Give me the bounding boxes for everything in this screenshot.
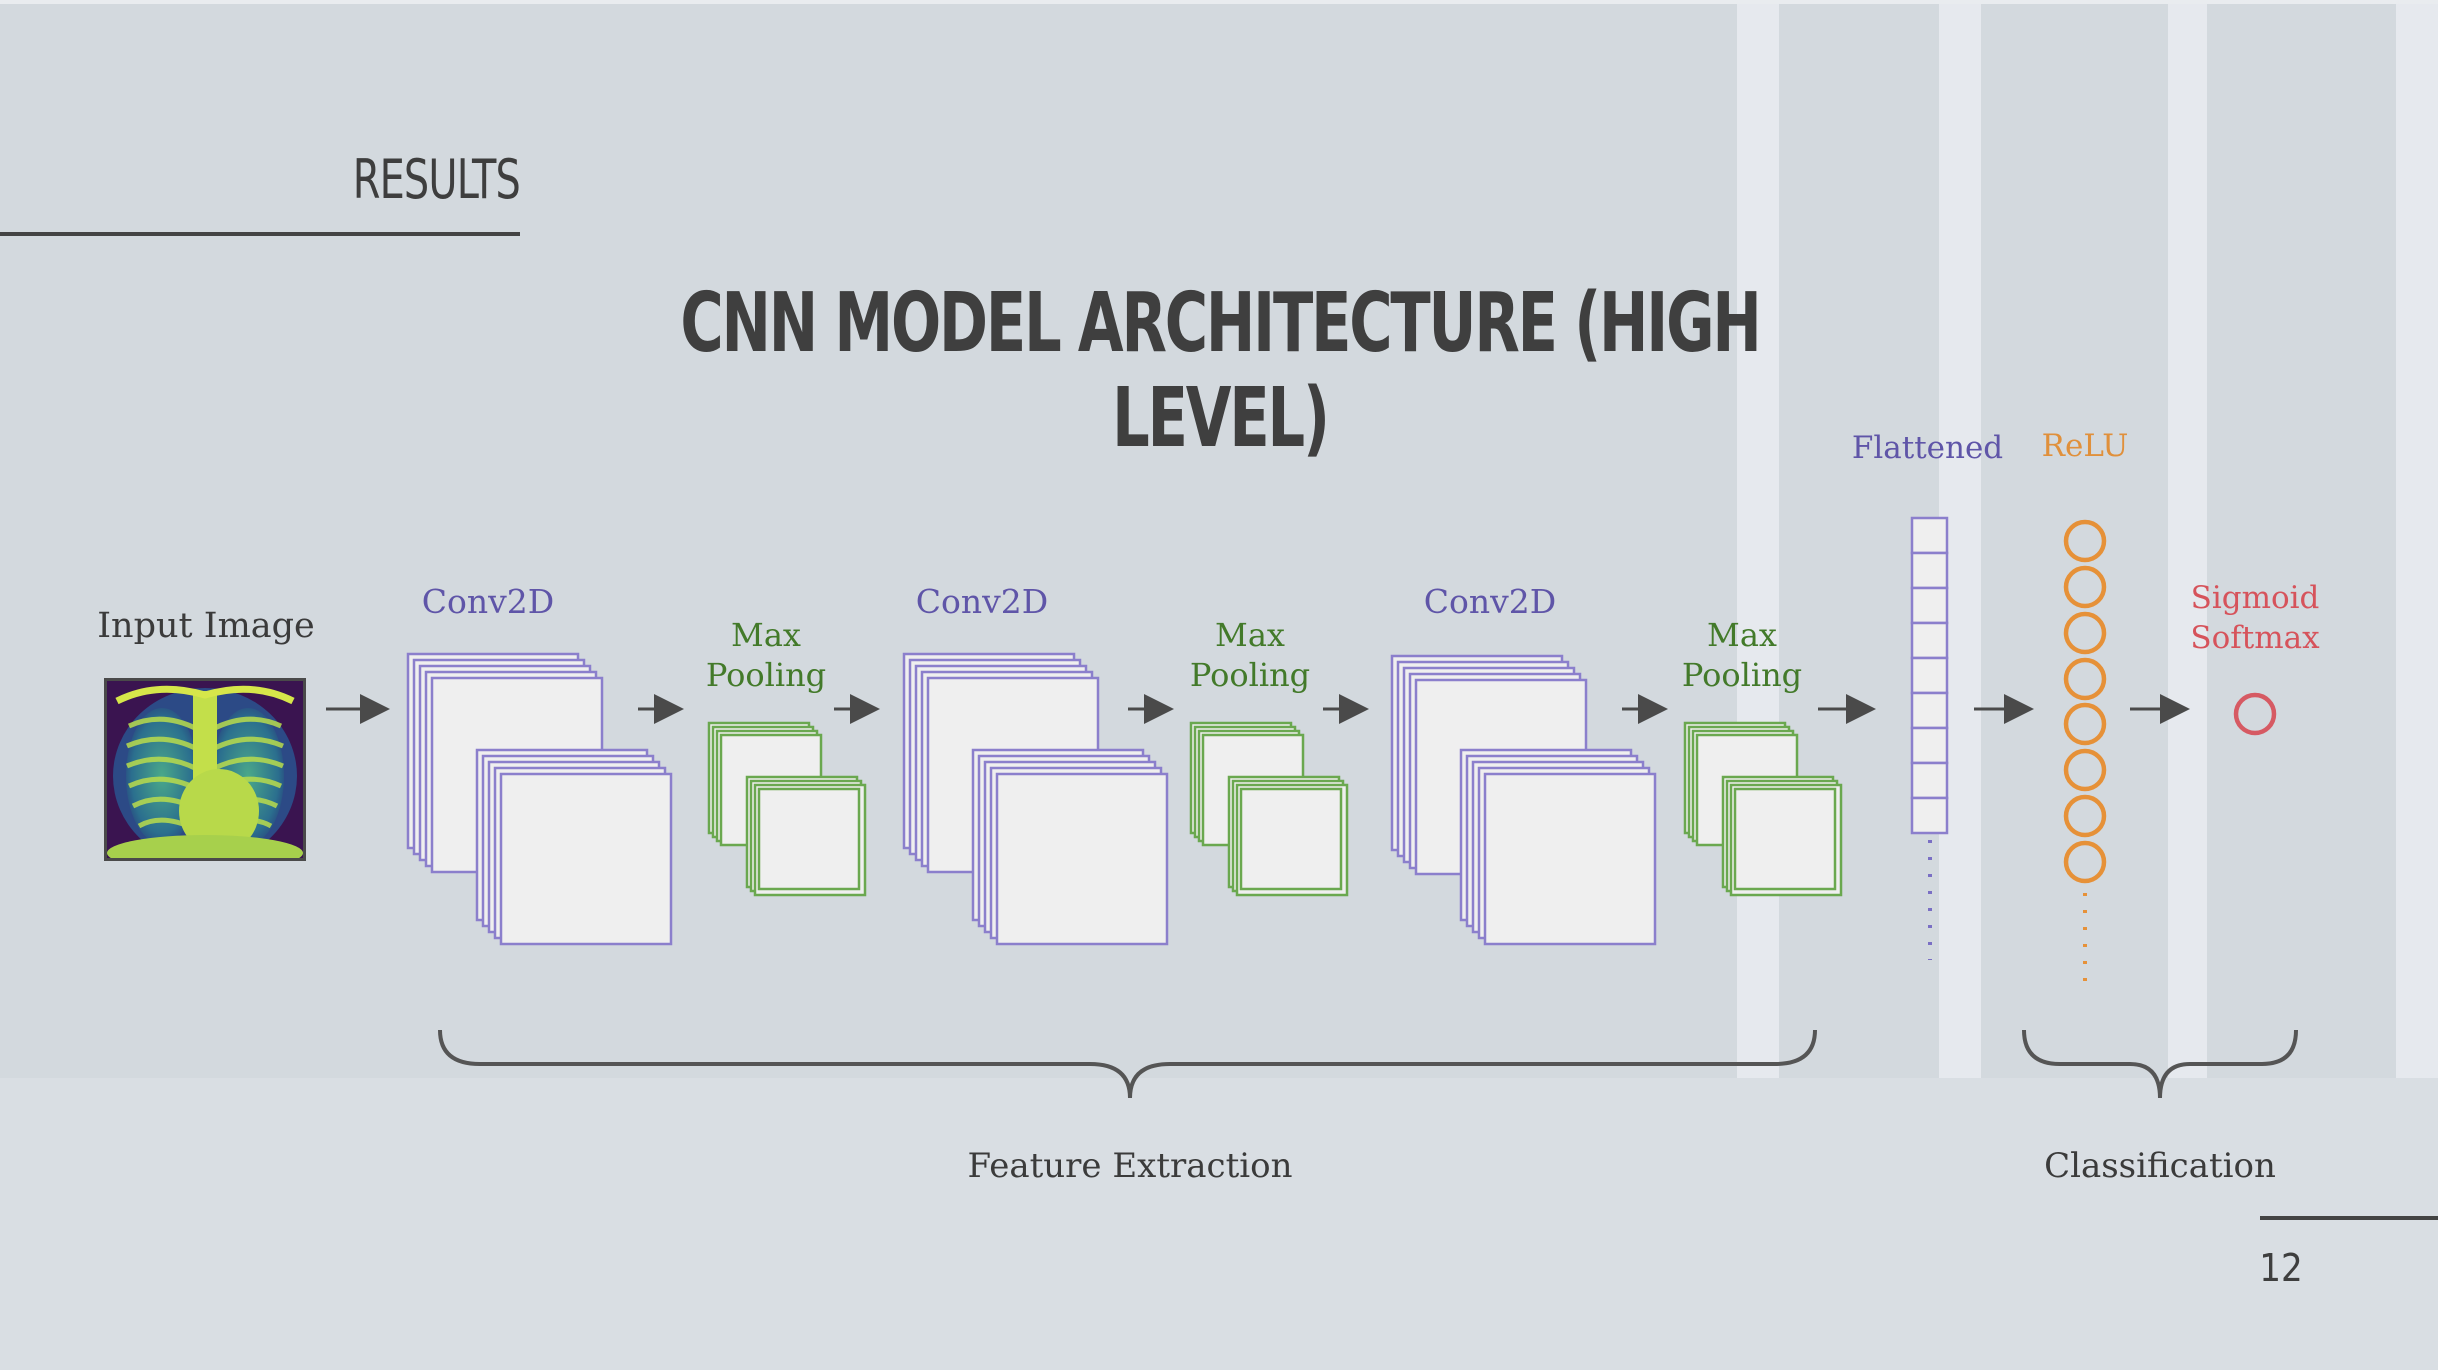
feature-extraction-label: Feature Extraction [967,1146,1293,1186]
relu-neurons [2063,519,2107,884]
conv2d-block-3 [1390,654,1657,946]
relu-label: ReLU [2041,428,2129,464]
maxpool-label-1-line1: Max [731,616,801,654]
output-activation-label-line1: Sigmoid [2190,580,2320,616]
page-number-rule [2260,1216,2438,1220]
bg-stripe [1737,0,1779,1078]
conv2d-block-2 [902,652,1169,946]
output-activation-label-line2: Softmax [2190,620,2320,656]
output-neuron [2233,692,2277,736]
maxpool-label-3-line2: Pooling [1681,656,1803,694]
classification-brace [2022,1029,2298,1099]
bg-stripe [2168,0,2207,1078]
conv2d-label-1: Conv2D [421,582,555,621]
maxpool-label-3-line1: Max [1707,616,1777,654]
maxpool-label-1-line2: Pooling [705,656,827,694]
conv2d-label-3: Conv2D [1423,582,1557,621]
section-title-underline [0,232,520,236]
bg-stripe [2396,0,2438,1078]
input-xray-image [104,678,306,861]
flattened-vector [1910,516,1949,835]
page-number: 12 [2259,1246,2303,1290]
maxpool-label-2-line2: Pooling [1189,656,1311,694]
maxpool-block-2 [1189,721,1349,897]
maxpool-label-2-line1: Max [1215,616,1285,654]
flattened-label: Flattened [1851,430,2004,466]
input-image-label: Input Image [97,606,315,646]
top-border [0,0,2438,4]
lower-band [0,1078,2438,1370]
section-title: RESULTS [352,148,521,211]
feature-extraction-brace [438,1029,1817,1099]
maxpool-block-1 [707,721,867,897]
conv2d-block-1 [406,652,673,946]
classification-label: Classification [2044,1146,2276,1186]
maxpool-block-3 [1683,721,1843,897]
slide-title: CNN MODEL ARCHITECTURE (HIGH LEVEL) [680,276,1761,466]
conv2d-label-2: Conv2D [915,582,1049,621]
